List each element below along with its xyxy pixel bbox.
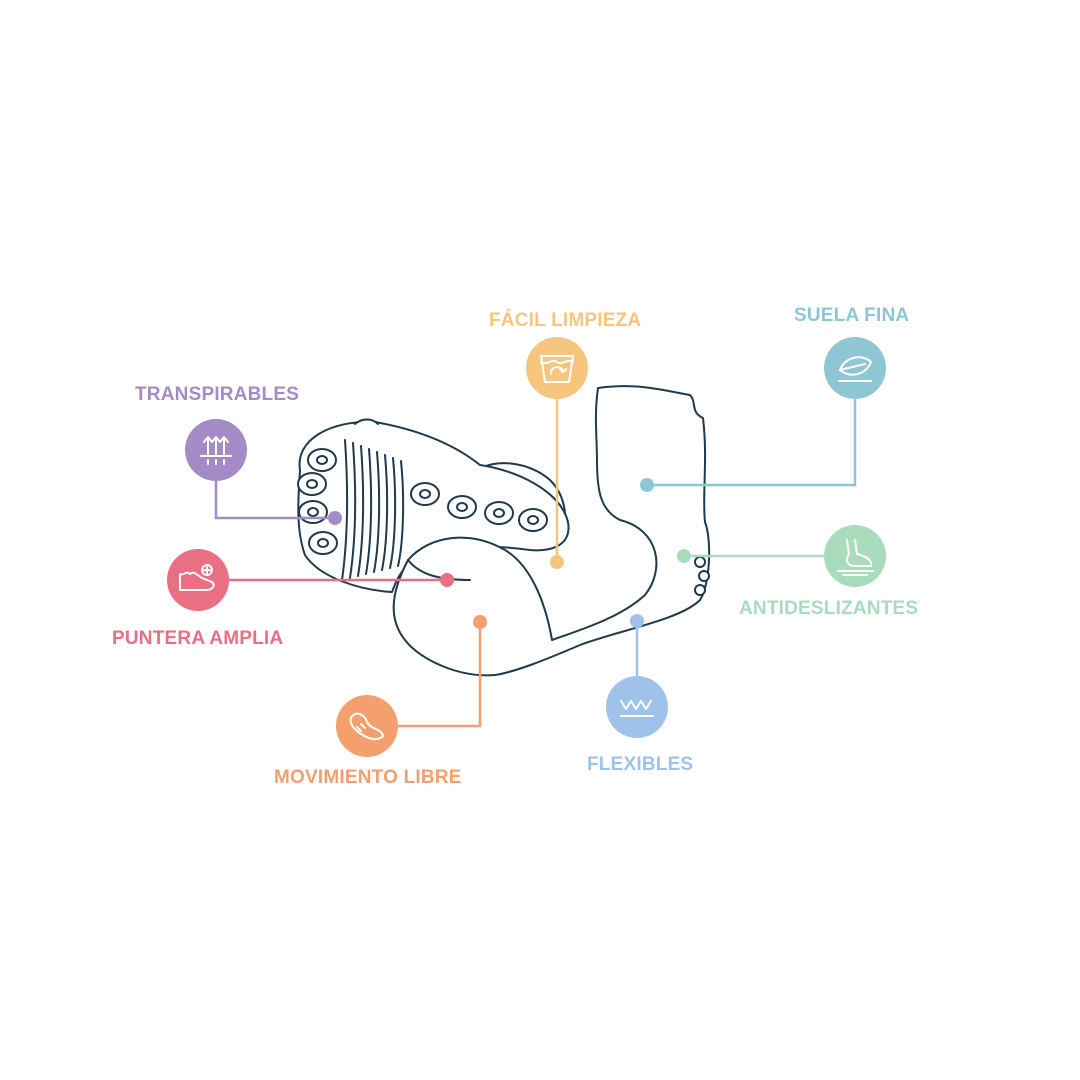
badge-movimiento-libre (336, 695, 398, 757)
shoe-heel-tab (354, 418, 379, 425)
toe-dot (698, 570, 710, 582)
sole-groove (381, 454, 389, 571)
grip-ring-inner (493, 508, 505, 518)
washing-icon (540, 355, 574, 383)
shoe-sole (297, 420, 570, 593)
sole-groove (341, 439, 349, 581)
badge-circle (167, 549, 229, 611)
label-flexibles: FLEXIBLES (587, 754, 694, 775)
anchor-dot-transpirables (328, 511, 342, 525)
label-movimiento-libre: MOVIMIENTO LIBRE (274, 767, 462, 788)
sole-groove (357, 445, 365, 577)
label-suela-fina: SUELA FINA (794, 305, 910, 326)
anchor-dot-flexibles (630, 614, 644, 628)
anchor-dot-antideslizantes (677, 549, 691, 563)
breathable-arrows-icon (200, 436, 232, 465)
sole-groove (349, 442, 357, 579)
badge-circle (824, 525, 886, 587)
connector-line-movimiento-libre (398, 622, 482, 728)
toe-dot (694, 584, 706, 596)
label-antideslizantes: ANTIDESLIZANTES (739, 598, 919, 619)
sole-groove (389, 457, 397, 569)
badge-circle (336, 695, 398, 757)
badge-circle (526, 337, 588, 399)
badge-facil-limpieza (526, 337, 588, 399)
connector-line-transpirables (214, 481, 335, 520)
badge-circle (824, 337, 886, 399)
anchor-dot-suela-fina (640, 478, 654, 492)
label-transpirables: TRANSPIRABLES (135, 384, 300, 405)
sole-groove (373, 451, 381, 573)
badge-flexibles (606, 676, 668, 738)
label-puntera-amplia: PUNTERA AMPLIA (112, 628, 284, 649)
badge-antideslizantes (824, 525, 886, 587)
shoe-body (392, 385, 711, 677)
sole-flex-grooves (341, 439, 405, 581)
badge-puntera-amplia (167, 549, 229, 611)
grip-ring-inner (306, 479, 318, 489)
callout-connectors (214, 399, 857, 728)
grip-ring-inner (527, 515, 539, 525)
free-movement-foot-icon (349, 712, 384, 741)
shoe-body-toe-line (407, 559, 471, 581)
label-facil-limpieza: FÁCIL LIMPIEZA (489, 310, 642, 331)
anchor-dot-puntera-amplia (440, 573, 454, 587)
connector-line-suela-fina (647, 399, 857, 487)
badge-suela-fina (824, 337, 886, 399)
feature-badges (167, 337, 886, 757)
anchor-dot-facil-limpieza (550, 555, 564, 569)
thin-sole-leaf-icon (838, 356, 872, 382)
grip-ring-inner (307, 507, 319, 517)
flexible-wave-icon (620, 700, 654, 717)
sole-groove (397, 460, 405, 567)
sole-groove (365, 448, 373, 575)
grip-ring-inner (317, 538, 329, 548)
grip-ring-inner (419, 489, 431, 499)
non-slip-foot-icon (837, 539, 874, 576)
grip-ring-inner (456, 502, 468, 512)
anchor-dot-movimiento-libre (473, 615, 487, 629)
grip-ring-inner (316, 455, 328, 465)
toe-dot (694, 556, 706, 568)
wide-toe-icon (179, 564, 215, 591)
shoe-outline-illustration (297, 385, 711, 677)
badge-transpirables (185, 419, 247, 481)
